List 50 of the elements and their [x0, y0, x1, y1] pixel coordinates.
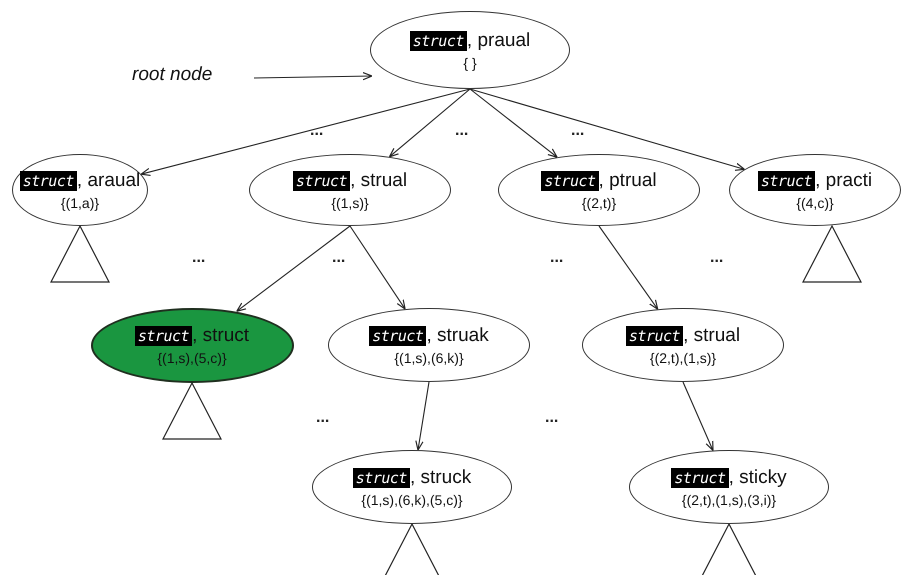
arrow — [682, 382, 714, 452]
ellipsis: ... — [316, 410, 330, 426]
node-name: , sticky — [728, 466, 787, 488]
ellipsis: ... — [332, 250, 346, 266]
pair-set: {(4,c)} — [796, 194, 834, 210]
node-name: , strual — [350, 170, 408, 192]
captcha-word: struct — [541, 170, 599, 190]
arrow — [350, 226, 406, 310]
ellipsis: ... — [571, 123, 584, 139]
node-name: , praual — [466, 30, 530, 52]
node-name: , practi — [815, 170, 872, 192]
captcha-word: struct — [352, 468, 410, 488]
ellipsis: ... — [550, 250, 564, 266]
node-name: , struak — [426, 324, 489, 346]
node-name: , struck — [410, 466, 472, 488]
pair-set: {(1,s),(6,k)} — [394, 350, 464, 366]
captcha-word: struct — [134, 326, 192, 346]
ellipsis: ... — [545, 410, 558, 426]
pair-set: {(1,s)} — [331, 194, 369, 210]
arrow — [388, 88, 470, 158]
arrow — [254, 72, 373, 80]
pair-set: {(2,t)} — [582, 194, 616, 210]
node-name: , strual — [683, 324, 740, 346]
ellipsis: ... — [192, 250, 206, 266]
captcha-word: struct — [410, 30, 467, 50]
root-node-label: root node — [132, 64, 212, 86]
arrow — [236, 226, 350, 312]
pair-set: {(2,t),(1,s)} — [650, 350, 716, 366]
pair-set: { } — [463, 54, 477, 70]
captcha-word: struct — [758, 170, 816, 190]
pair-set: {(2,t),(1,s),(3,i)} — [682, 492, 776, 508]
ellipsis: ... — [455, 123, 468, 139]
captcha-word: struct — [369, 326, 426, 346]
arrow — [140, 88, 470, 176]
pair-set: {(1,s),(6,k),(5,c)} — [361, 492, 463, 508]
ellipsis: ... — [310, 123, 324, 139]
arrow — [415, 382, 430, 451]
node-name: , ptrual — [598, 170, 657, 192]
node-name: , struct — [192, 324, 250, 346]
captcha-word: struct — [292, 170, 350, 190]
pair-set: {(1,s),(5,c)} — [157, 350, 227, 366]
pair-set: {(1,a)} — [60, 194, 100, 210]
arrow — [598, 226, 658, 310]
captcha-word: struct — [671, 468, 729, 488]
arrow — [470, 88, 558, 158]
node-name: , araual — [76, 170, 140, 192]
arrow — [470, 88, 746, 171]
captcha-word: struct — [20, 170, 77, 190]
captcha-word: struct — [626, 326, 684, 346]
ellipsis: ... — [710, 250, 724, 266]
